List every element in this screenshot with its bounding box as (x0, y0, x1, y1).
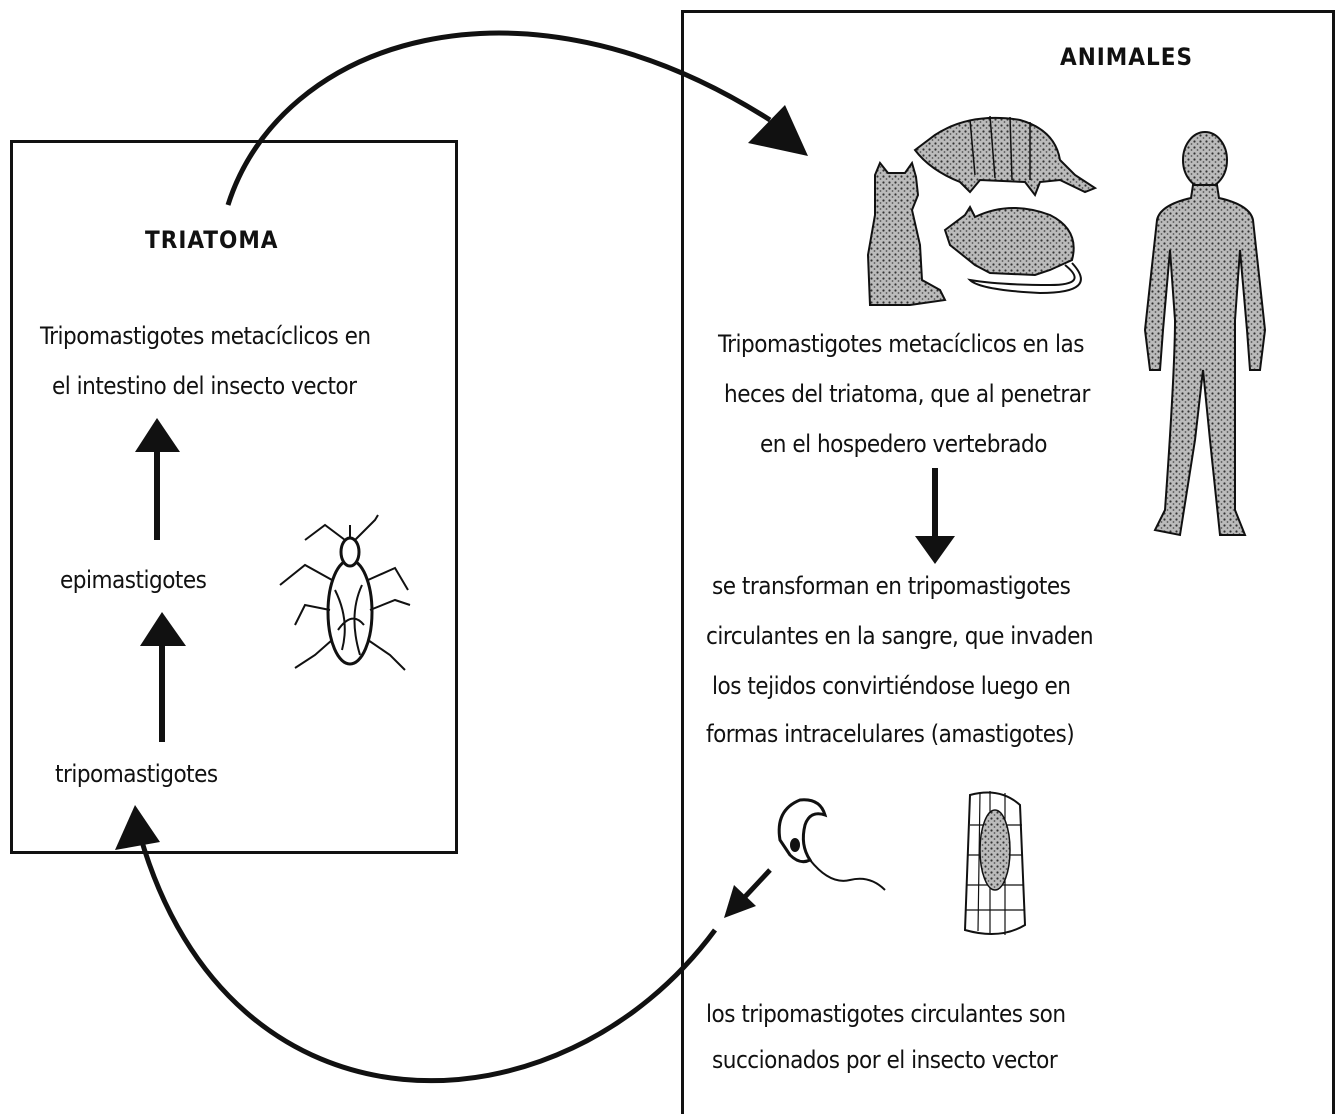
arrow-tripo-to-epi (140, 612, 186, 742)
insect-vector-icon (280, 515, 410, 670)
rat-icon (945, 207, 1081, 293)
arrow-epi-to-metacyclic (135, 418, 180, 540)
curved-arrow-to-triatoma (115, 805, 715, 1081)
human-figure-icon (1145, 132, 1265, 535)
cat-icon (868, 163, 945, 305)
armadillo-icon (915, 116, 1095, 195)
trypanosome-icon (779, 800, 885, 890)
arrow-penetrate-to-transform (915, 468, 955, 564)
tissue-amastigotes-icon (965, 791, 1025, 935)
arrow-to-vector (724, 870, 770, 918)
curved-arrow-to-animales (228, 33, 808, 205)
